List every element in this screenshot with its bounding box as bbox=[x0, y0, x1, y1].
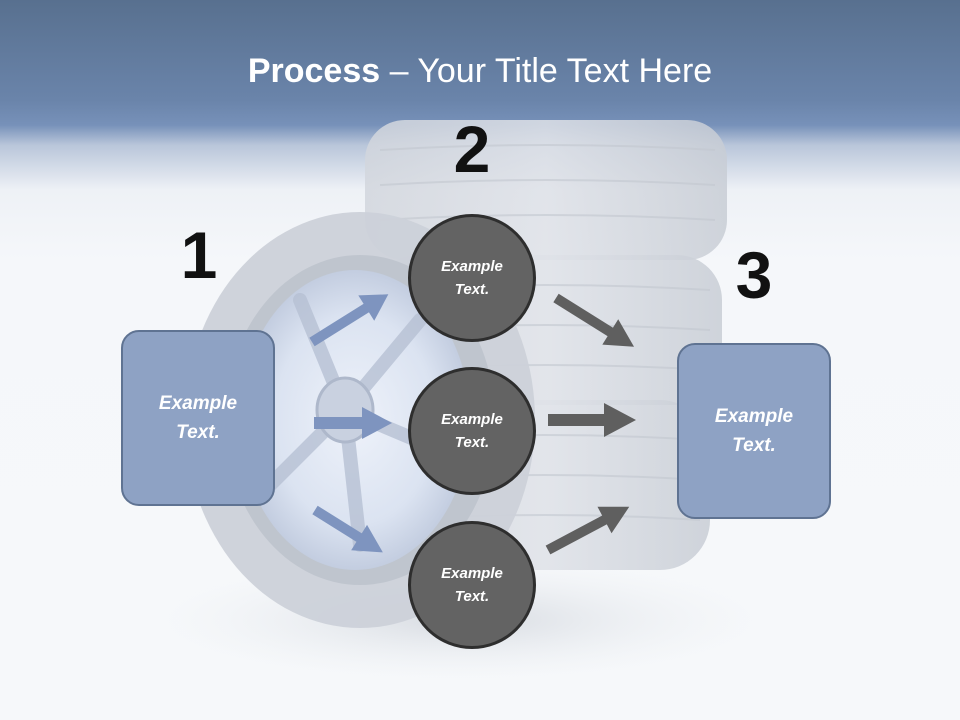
blue-arrow-right bbox=[314, 407, 392, 439]
step-3-box: Example Text. bbox=[677, 343, 831, 519]
step-number-2: 2 bbox=[453, 112, 491, 186]
step-2-circle-top: Example Text. bbox=[408, 214, 536, 342]
step-2-circle-middle: Example Text. bbox=[408, 367, 536, 495]
gray-arrow-right bbox=[548, 403, 636, 437]
step-2-text-middle: Example Text. bbox=[441, 411, 503, 451]
step-3-text: Example Text. bbox=[714, 406, 794, 456]
step-2-text-top: Example Text. bbox=[441, 258, 503, 298]
page-title: Process – Your Title Text Here bbox=[0, 52, 960, 91]
step-number-1: 1 bbox=[180, 218, 218, 292]
step-number-3: 3 bbox=[735, 238, 773, 312]
gray-arrow-up bbox=[545, 506, 630, 555]
title-rest: – Your Title Text Here bbox=[380, 52, 713, 90]
title-bold: Process bbox=[247, 52, 381, 90]
gray-arrow-down bbox=[553, 293, 635, 347]
step-1-text: Example Text. bbox=[158, 393, 238, 443]
step-2-text-bottom: Example Text. bbox=[441, 565, 503, 605]
step-1-box: Example Text. bbox=[121, 330, 275, 506]
step-2-circle-bottom: Example Text. bbox=[408, 521, 536, 649]
blue-arrow-down bbox=[312, 505, 383, 553]
blue-arrow-up bbox=[309, 294, 389, 347]
